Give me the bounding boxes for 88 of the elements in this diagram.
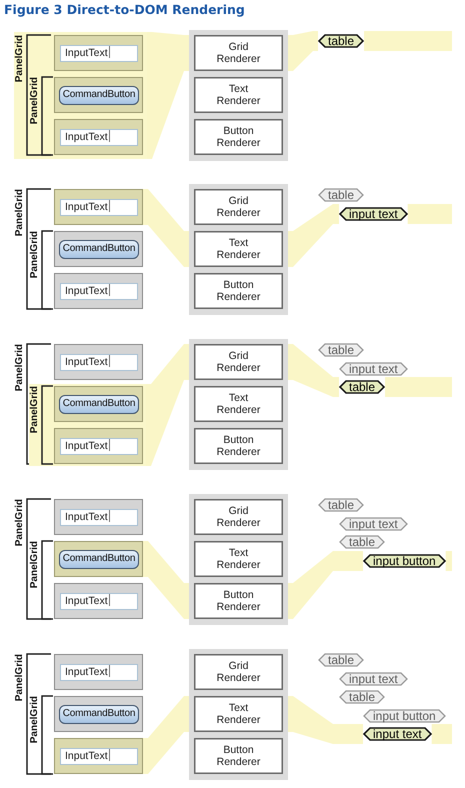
renderer-label: Text Renderer xyxy=(216,83,262,107)
dom-tag: input text xyxy=(339,362,408,376)
highlight-connector xyxy=(288,344,339,397)
command-button: CommandButton xyxy=(59,550,139,569)
highlight-connector xyxy=(288,31,318,71)
component-panel xyxy=(54,77,143,113)
renderer-column xyxy=(189,30,288,161)
text-input-field: InputText xyxy=(60,664,138,681)
highlighted-group xyxy=(29,384,146,466)
highlight-connector xyxy=(143,541,189,619)
group-label: PanelGrid xyxy=(30,386,40,434)
renderer-label: Grid Renderer xyxy=(216,41,262,65)
component-panel xyxy=(54,386,143,422)
dom-tag: input button xyxy=(363,709,446,723)
dom-tag: table xyxy=(318,188,364,202)
component-panel xyxy=(54,231,143,267)
command-button: CommandButton xyxy=(59,395,139,414)
dom-tag: table xyxy=(318,498,364,512)
renderer-label: Button Renderer xyxy=(216,744,262,768)
component-panel xyxy=(54,541,143,577)
command-button: CommandButton xyxy=(59,240,139,259)
component-panel xyxy=(54,273,143,309)
highlight-connector xyxy=(147,32,189,159)
group-label: PanelGrid xyxy=(30,77,40,124)
component-panel xyxy=(54,35,143,71)
text-input-field: InputText xyxy=(60,283,138,300)
text-input-field: InputText xyxy=(60,199,138,216)
dom-tag: input button xyxy=(363,554,446,568)
text-input-field: InputText xyxy=(60,129,138,146)
dom-tag: table xyxy=(339,380,386,394)
text-input-field: InputText xyxy=(60,748,138,765)
renderer-label: Text Renderer xyxy=(216,702,262,726)
highlight-connector xyxy=(288,204,339,267)
command-button: CommandButton xyxy=(59,86,139,105)
dom-tag: input text xyxy=(339,517,408,531)
renderer-label: Button Renderer xyxy=(216,125,262,149)
highlight-connector xyxy=(288,696,363,744)
dom-tag: table xyxy=(339,690,386,704)
text-input-field: InputText xyxy=(60,593,138,610)
component-panel xyxy=(54,189,143,225)
group-label: PanelGrid xyxy=(15,499,25,546)
renderer-column xyxy=(189,494,288,625)
group-label: PanelGrid xyxy=(30,541,40,588)
text-input-field: InputText xyxy=(60,438,138,455)
component-panel xyxy=(54,344,143,380)
text-input-field: InputText xyxy=(60,509,138,526)
renderer-label: Text Renderer xyxy=(216,392,262,416)
renderer-column xyxy=(189,649,288,780)
highlight-connector xyxy=(143,696,189,774)
renderer-label: Text Renderer xyxy=(216,237,262,261)
renderer-label: Button Renderer xyxy=(216,589,262,613)
text-input-field: InputText xyxy=(60,354,138,371)
renderer-label: Grid Renderer xyxy=(216,350,262,374)
group-label: PanelGrid xyxy=(30,696,40,744)
group-label: PanelGrid xyxy=(15,654,25,702)
renderer-column xyxy=(189,339,288,470)
group-label: PanelGrid xyxy=(15,189,25,236)
component-panel xyxy=(54,119,143,155)
figure-title: Figure 3 Direct-to-DOM Rendering xyxy=(4,2,245,17)
renderer-label: Grid Renderer xyxy=(216,195,262,219)
text-input-field: InputText xyxy=(60,45,138,62)
highlight-connector xyxy=(146,344,189,466)
renderer-label: Grid Renderer xyxy=(216,660,262,684)
renderer-label: Button Renderer xyxy=(216,434,262,458)
component-panel xyxy=(54,428,143,464)
group-label: PanelGrid xyxy=(15,344,25,392)
dom-tag: input text xyxy=(339,672,408,686)
dom-tag: table xyxy=(318,34,364,48)
dom-tag: input text xyxy=(363,727,432,741)
command-button: CommandButton xyxy=(59,705,139,724)
renderer-label: Grid Renderer xyxy=(216,505,262,529)
dom-tag: table xyxy=(318,343,364,357)
component-panel xyxy=(54,738,143,774)
group-label: PanelGrid xyxy=(15,35,25,82)
renderer-label: Text Renderer xyxy=(216,547,262,571)
component-panel xyxy=(54,583,143,619)
dom-tag: input text xyxy=(339,207,408,221)
highlight-connector xyxy=(143,189,189,267)
highlighted-group xyxy=(14,32,147,159)
renderer-column xyxy=(189,184,288,315)
component-panel xyxy=(54,696,143,732)
group-label: PanelGrid xyxy=(30,231,40,278)
highlight-connector xyxy=(288,551,363,619)
dom-tag: table xyxy=(318,653,364,667)
component-panel xyxy=(54,654,143,690)
dom-tag: table xyxy=(339,535,386,549)
renderer-label: Button Renderer xyxy=(216,279,262,303)
component-panel xyxy=(54,499,143,535)
